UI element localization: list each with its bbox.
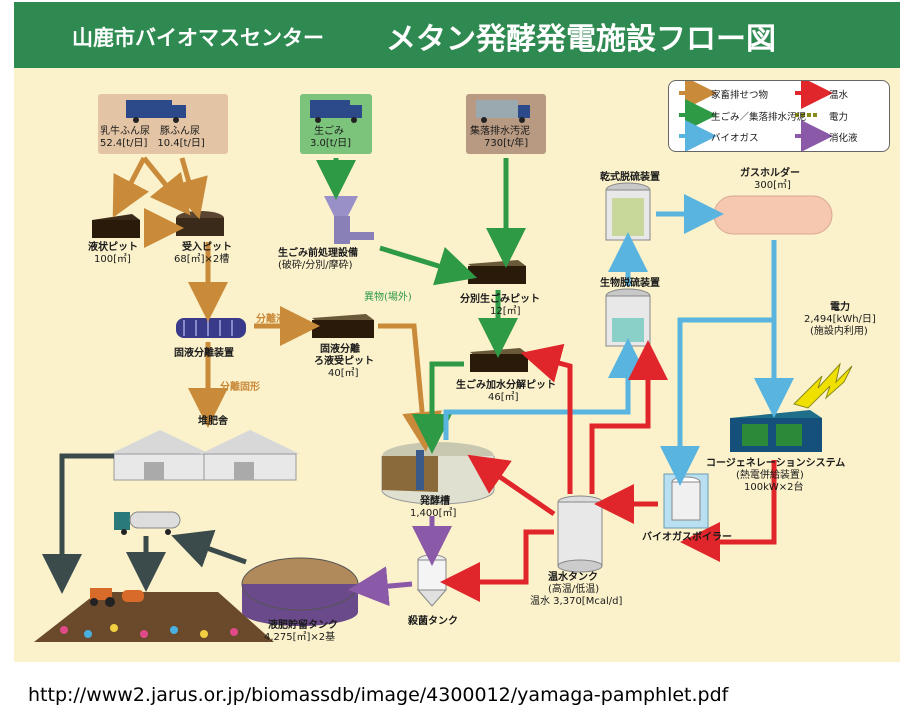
cogen-detail: (熱電併給装置) xyxy=(736,470,804,481)
sorted-pit-label: 分別生ごみピット xyxy=(460,294,540,305)
bio-desulf-shape xyxy=(605,288,651,347)
sludge-label-1: 集落排水汚泥 xyxy=(470,126,530,137)
liquid-pit-cap: 100[㎥] xyxy=(94,254,131,265)
power-bolt xyxy=(793,362,853,409)
compost-barn xyxy=(110,430,300,481)
sorted-pit-cap: 12[㎥] xyxy=(490,306,521,317)
sterilizer-label: 殺菌タンク xyxy=(408,616,458,627)
sorted-pit-shape xyxy=(468,260,526,284)
filtrate-pit-shape xyxy=(312,314,374,338)
fermenter-label: 発酵槽 xyxy=(420,496,450,507)
digestate-tank-label: 液肥貯留タンク xyxy=(268,620,338,631)
separated-liquid-label: 分離液 xyxy=(256,314,286,325)
gas-holder-cap: 300[㎥] xyxy=(754,180,791,191)
facility-name: 山鹿市バイオマスセンター xyxy=(72,25,324,50)
garbage-label-2: 3.0[t/日] xyxy=(310,138,351,149)
hot-tank-label: 温水タンク xyxy=(548,572,598,583)
garbage-flows xyxy=(316,158,526,454)
legend-garbage: 生ごみ／集落排水汚泥 xyxy=(711,112,807,123)
cogen-cap: 100kW×2台 xyxy=(744,482,804,493)
cogen-shape xyxy=(730,410,822,452)
flow-diagram xyxy=(34,94,853,642)
hot-tank-cap: 温水 3,370[Mcal/d] xyxy=(530,596,623,607)
hotwater-flows xyxy=(440,340,777,602)
fermenter-cap: 1,400[㎥] xyxy=(410,508,457,519)
filtrate-pit-label-2: ろ液受ピット xyxy=(314,356,374,367)
power-value: 2,494[kWh/日] xyxy=(804,314,876,325)
legend-digestate: 消化液 xyxy=(829,133,858,144)
digestate-tank-shape xyxy=(241,557,359,626)
bio-desulf-label: 生物脱硫装置 xyxy=(600,278,660,289)
hot-tank-detail: (高温/低温) xyxy=(548,584,600,595)
fermenter-shape xyxy=(381,442,495,505)
sludge-input xyxy=(466,94,546,154)
hydrolysis-pit-shape xyxy=(470,348,528,372)
separator-shape xyxy=(176,318,246,338)
manure-label-1: 乳牛ふん尿 豚ふん尿 xyxy=(100,126,200,137)
tanker-truck xyxy=(114,511,181,535)
page-title: メタン発酵発電施設フロー図 xyxy=(386,22,776,57)
filtrate-pit-label-1: 固液分離 xyxy=(320,344,360,355)
manure-label-2: 52.4[t/日] 10.4[t/日] xyxy=(100,138,205,149)
pretreatment-shape xyxy=(324,196,374,244)
gas-holder-shape xyxy=(713,195,833,235)
manure-flows xyxy=(112,156,443,452)
power-note: (施設内利用) xyxy=(810,326,868,337)
garbage-label-1: 生ごみ xyxy=(314,126,344,137)
cogen-label: コージェネレーションシステム xyxy=(706,458,846,469)
liquid-pit-label: 液状ピット xyxy=(88,242,138,253)
digestate-tank-cap: 4,275[㎥]×2基 xyxy=(264,632,336,643)
legend-manure: 家畜排せつ物 xyxy=(711,90,769,101)
dry-desulf-label: 乾式脱硫装置 xyxy=(600,172,660,183)
boiler-label: バイオガスボイラー xyxy=(642,532,732,543)
boiler-shape xyxy=(663,473,709,529)
legend-hotwater: 温水 xyxy=(829,90,849,101)
sterilizer-shape xyxy=(416,554,448,607)
manure-input xyxy=(98,94,228,154)
legend-box: 家畜排せつ物 温水 生ごみ／集落排水汚泥 電力 バイオガス 消化液 xyxy=(668,80,890,152)
flow-poster: 山鹿市バイオマスセンター メタン発酵発電施設フロー図 xyxy=(14,2,900,662)
separator-label: 固液分離装置 xyxy=(174,348,234,359)
distribution-flows xyxy=(42,453,247,594)
pretreatment-detail: (破砕/分別/摩砕) xyxy=(278,260,353,271)
legend-power: 電力 xyxy=(829,112,849,123)
foreign-label: 異物(場外) xyxy=(364,292,412,303)
filtrate-pit-cap: 40[㎥] xyxy=(328,368,359,379)
receiving-pit-shape xyxy=(176,211,224,236)
hot-tank-shape xyxy=(557,495,603,573)
separated-solid-label: 分離固形 xyxy=(220,382,260,393)
garbage-input xyxy=(300,94,372,154)
compost-label: 堆肥舎 xyxy=(198,416,228,427)
receiving-pit-label: 受入ピット xyxy=(182,242,232,253)
power-label: 電力 xyxy=(830,302,850,313)
source-url: http://www2.jarus.or.jp/biomassdb/image/… xyxy=(28,684,729,706)
gas-holder-label: ガスホルダー xyxy=(740,168,800,179)
pretreatment-label: 生ごみ前処理設備 xyxy=(278,248,358,259)
farm-field xyxy=(34,588,274,642)
hydrolysis-pit-label: 生ごみ加水分解ピット xyxy=(456,380,556,391)
sludge-label-2: 730[t/年] xyxy=(484,138,529,149)
receiving-pit-cap: 68[㎥]×2槽 xyxy=(174,254,230,265)
title-banner: 山鹿市バイオマスセンター メタン発酵発電施設フロー図 xyxy=(14,2,900,68)
legend-biogas: バイオガス xyxy=(711,133,759,144)
digestate-flows xyxy=(348,516,452,607)
dry-desulf-shape xyxy=(605,182,651,241)
biogas-flows xyxy=(443,194,794,486)
hydrolysis-pit-cap: 46[㎥] xyxy=(488,392,519,403)
liquid-pit-shape xyxy=(92,214,140,238)
